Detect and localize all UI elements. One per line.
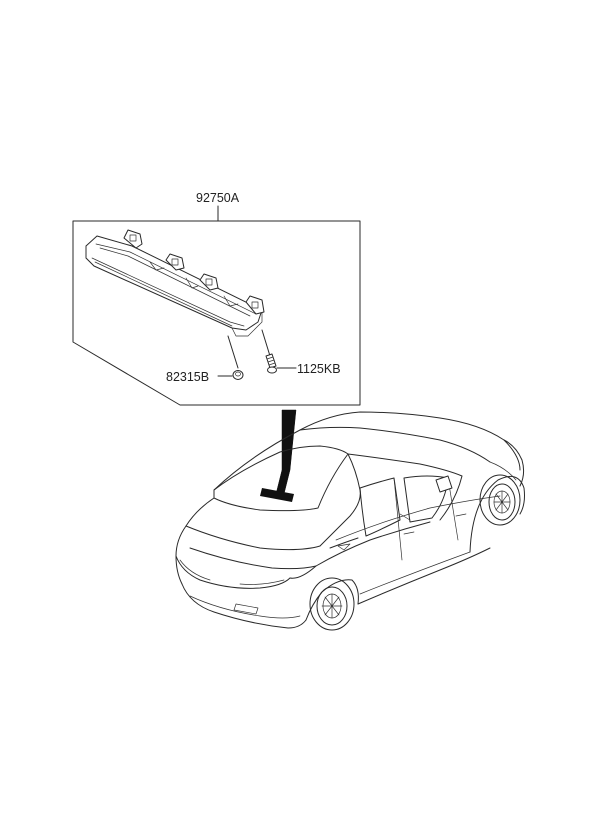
leader-bulb-vertical — [227, 335, 239, 369]
label-82315b[interactable]: 82315B — [166, 370, 209, 384]
screw-part[interactable] — [265, 353, 277, 374]
car-illustration — [175, 411, 525, 631]
leader-screw-vertical — [261, 329, 271, 357]
car-stop-lamp-location — [260, 488, 294, 502]
stop-lamp-assembly[interactable] — [85, 229, 265, 337]
label-1125kb[interactable]: 1125KB — [297, 362, 341, 376]
detail-box-outline — [72, 220, 361, 406]
bulb-part[interactable] — [232, 370, 244, 380]
label-92750a[interactable]: 92750A — [196, 191, 240, 205]
